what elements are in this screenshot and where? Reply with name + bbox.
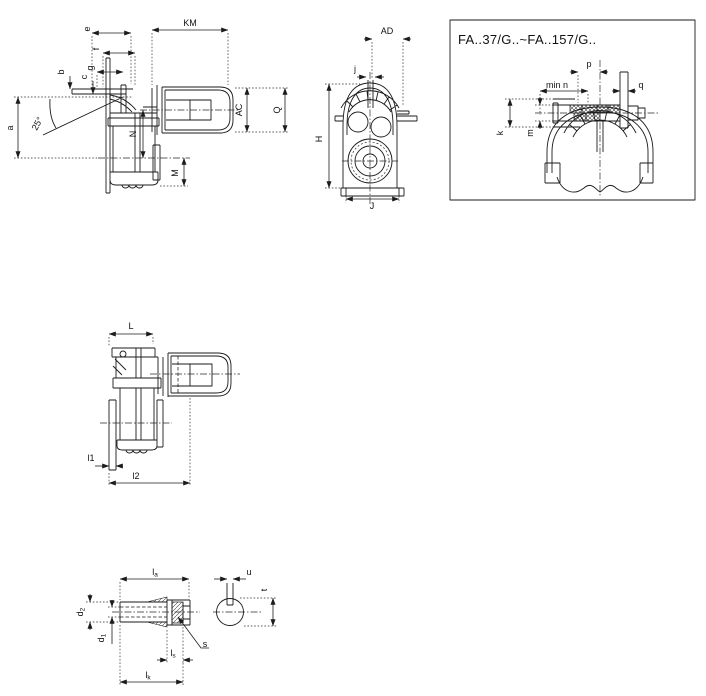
front-view-centerlines xyxy=(342,72,398,205)
dim-label-q: Q xyxy=(272,106,282,113)
dim-label-s: s xyxy=(203,639,208,649)
front-view-outline xyxy=(334,80,418,197)
dim-label-lk-main: l xyxy=(145,670,147,680)
mounting-view-outline xyxy=(108,347,232,471)
dim-label-d1: d1 xyxy=(96,633,108,642)
bore-hidden-lines xyxy=(120,606,167,618)
dim-label-n: N xyxy=(128,131,138,138)
dim-label-lk-sub: k xyxy=(147,675,151,682)
side-view-centerlines xyxy=(98,109,240,159)
detail-view-centerlines xyxy=(535,60,658,196)
detail-box-frame xyxy=(449,19,696,201)
shaft-outline xyxy=(119,583,234,626)
dim-label-ls-sub: s xyxy=(172,653,176,660)
dim-label-g: g xyxy=(85,65,95,70)
leader-line-s xyxy=(177,616,209,649)
dim-label-d2: d2 xyxy=(75,607,87,616)
dim-label-la-main: l xyxy=(152,567,154,577)
dim-label-d1-main: d xyxy=(96,637,106,642)
upper-shaft-bore-left xyxy=(347,111,369,133)
dim-label-l1: l1 xyxy=(87,453,94,463)
dim-label-t: t xyxy=(259,588,269,591)
upper-shaft-bore-right xyxy=(370,116,392,138)
dim-label-q: q xyxy=(638,80,643,90)
detail-view-outline xyxy=(544,71,654,193)
side-view: e f g b c a 25° KM AC Q N M xyxy=(5,18,288,194)
mounting-view-centerlines xyxy=(100,373,240,424)
dim-label-la-sub: a xyxy=(154,572,158,579)
dim-label-d2-sub: 2 xyxy=(80,607,87,611)
dim-label-l2: l2 xyxy=(132,471,139,481)
dim-label-h: H xyxy=(314,136,324,143)
cover-bolt-hole xyxy=(119,350,127,358)
mounting-view: L l1 l2 xyxy=(87,321,240,486)
detail-box: FA..37/G..~FA..157/G.. p min n q k m xyxy=(449,19,696,201)
shaft-detail-view: la u t d2 d1 s ls lk xyxy=(75,567,277,685)
dim-label-min-n: min n xyxy=(546,80,568,90)
detail-box-title: FA..37/G..~FA..157/G.. xyxy=(458,32,596,47)
dim-label-m: M xyxy=(170,169,180,177)
bushing-hatch xyxy=(171,601,184,624)
dim-label-ac: AC xyxy=(234,103,244,116)
dim-label-lk: lk xyxy=(145,670,151,682)
dim-label-ls-main: l xyxy=(170,648,172,658)
dim-label-j: j xyxy=(353,64,356,74)
dim-label-f: f xyxy=(91,47,101,50)
dim-label-l: L xyxy=(128,321,133,331)
dim-label-d1-sub: 1 xyxy=(101,633,108,637)
dim-label-c: c xyxy=(79,74,89,79)
dim-label-e: e xyxy=(82,26,92,31)
side-view-extension-lines xyxy=(14,33,288,187)
front-view: AD j H J xyxy=(314,26,418,211)
dim-label-m: m xyxy=(525,129,535,137)
side-view-outline xyxy=(42,57,234,194)
dim-label-d2-main: d xyxy=(75,611,85,616)
dim-label-km: KM xyxy=(183,18,197,28)
dim-label-ad: AD xyxy=(381,26,394,36)
dim-label-jj: J xyxy=(370,201,375,211)
dim-label-angle: 25° xyxy=(30,115,45,132)
shaft-extension-lines xyxy=(86,582,277,685)
dim-label-u: u xyxy=(246,567,251,577)
dim-label-la: la xyxy=(152,567,158,579)
dim-label-p: p xyxy=(586,59,591,69)
mounting-view-extension-lines xyxy=(108,337,191,486)
dim-label-ls: ls xyxy=(170,648,176,660)
dim-label-k: k xyxy=(495,130,505,135)
dim-label-b: b xyxy=(56,69,66,74)
front-view-extension-lines xyxy=(325,42,404,203)
dim-label-a: a xyxy=(5,125,15,130)
